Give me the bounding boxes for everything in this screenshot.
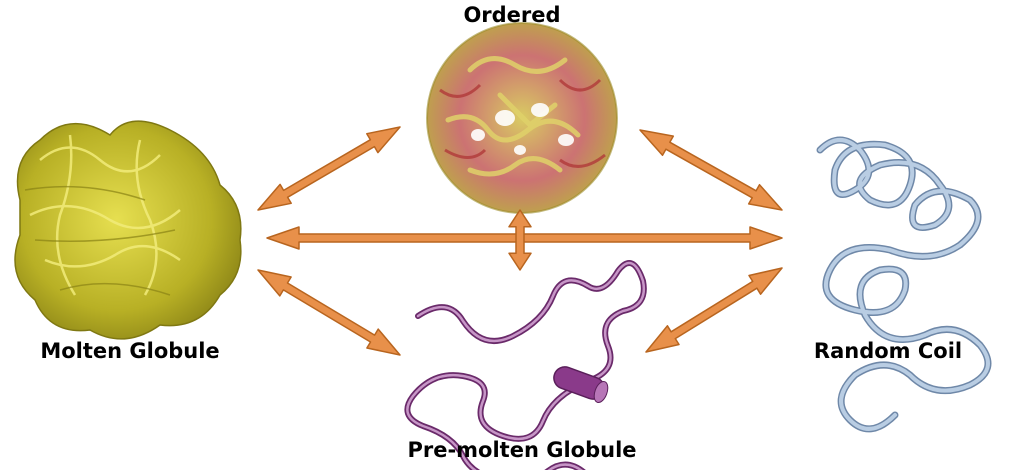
arrow-ordered-random <box>639 129 783 211</box>
label-ordered: Ordered <box>463 3 561 27</box>
molten-globule-icon <box>14 120 242 340</box>
label-pre-molten-globule: Pre-molten Globule <box>407 438 637 462</box>
random-coil-icon <box>816 136 992 433</box>
arrow-molten-ordered <box>257 126 401 211</box>
transition-arrows <box>257 126 783 356</box>
helix-cylinder-icon <box>553 366 609 404</box>
label-molten-globule: Molten Globule <box>40 339 220 363</box>
pre-molten-chain-icon <box>404 260 647 475</box>
arrow-random-premolten <box>645 267 783 353</box>
protein-cage-icon <box>426 22 618 214</box>
arrow-molten-premolten <box>257 269 401 356</box>
arrow-ordered-premolten <box>508 209 532 271</box>
label-random-coil: Random Coil <box>813 339 963 363</box>
